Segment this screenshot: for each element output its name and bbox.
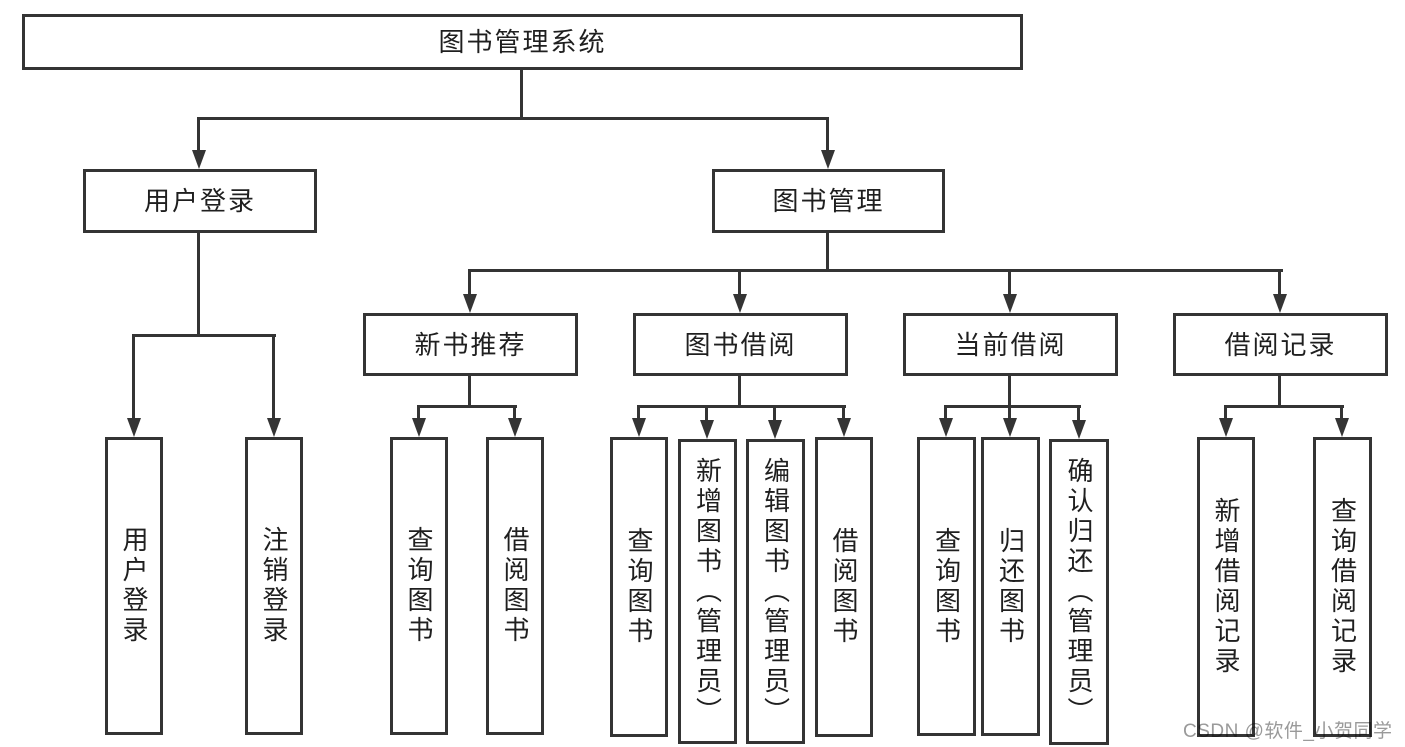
arrowhead-down-icon	[733, 294, 747, 313]
connector-line	[826, 233, 829, 272]
connector-line	[842, 405, 845, 421]
node-user-login-label: 用户登录	[143, 186, 256, 216]
connector-line	[132, 334, 276, 337]
arrowhead-down-icon	[508, 418, 522, 437]
node-book-borrow-label: 图书借阅	[684, 329, 797, 360]
connector-line	[1278, 376, 1281, 407]
arrowhead-down-icon	[412, 418, 426, 437]
connector-line	[637, 405, 640, 421]
leaf-add-borrow-record-label: 新增借阅记录	[1211, 497, 1241, 677]
connector-line	[197, 117, 200, 153]
arrowhead-down-icon	[1003, 294, 1017, 313]
arrowhead-down-icon	[1003, 418, 1017, 437]
connector-line	[705, 405, 708, 421]
leaf-borrow-books-recommend: 借阅图书	[486, 437, 544, 735]
node-new-book-recommend: 新书推荐	[363, 313, 578, 376]
connector-line	[468, 269, 1283, 272]
leaf-edit-books-admin-label: 编辑图书（管理员）	[760, 456, 791, 727]
connector-line	[944, 405, 1081, 408]
node-book-borrow: 图书借阅	[633, 313, 848, 376]
leaf-query-borrow-record-label: 查询借阅记录	[1327, 497, 1358, 677]
watermark: CSDN @软件_小贺同学	[1183, 721, 1393, 742]
arrowhead-down-icon	[768, 420, 782, 439]
connector-line	[468, 376, 471, 407]
leaf-user-login-label: 用户登录	[119, 526, 149, 646]
connector-line	[417, 405, 517, 408]
arrowhead-down-icon	[192, 150, 206, 169]
node-book-management: 图书管理	[712, 169, 945, 233]
leaf-confirm-return-admin-label: 确认归还（管理员）	[1064, 457, 1094, 727]
leaf-return-books: 归还图书	[981, 437, 1040, 736]
leaf-user-login: 用户登录	[105, 437, 163, 735]
arrowhead-down-icon	[1072, 420, 1086, 439]
arrowhead-down-icon	[700, 420, 714, 439]
leaf-edit-books-admin: 编辑图书（管理员）	[746, 439, 805, 744]
connector-line	[1340, 405, 1343, 421]
connector-line	[1008, 376, 1011, 407]
leaf-query-books-recommend: 查询图书	[390, 437, 448, 735]
connector-line	[1224, 405, 1344, 408]
leaf-query-books-current: 查询图书	[917, 437, 976, 736]
arrowhead-down-icon	[939, 418, 953, 437]
connector-line	[132, 334, 135, 421]
leaf-query-books-recommend-label: 查询图书	[404, 526, 434, 646]
leaf-borrow-books-recommend-label: 借阅图书	[500, 526, 530, 646]
node-new-book-recommend-label: 新书推荐	[414, 329, 527, 360]
leaf-query-books-borrow-label: 查询图书	[624, 527, 654, 647]
connector-line	[1278, 269, 1281, 297]
node-root-label: 图书管理系统	[438, 27, 607, 57]
leaf-borrow-books-borrow-label: 借阅图书	[829, 527, 859, 647]
arrowhead-down-icon	[1219, 418, 1233, 437]
connector-line	[272, 334, 275, 421]
connector-line	[738, 376, 741, 407]
leaf-logout-label: 注销登录	[259, 526, 289, 646]
node-book-management-label: 图书管理	[772, 186, 885, 216]
arrowhead-down-icon	[127, 418, 141, 437]
arrowhead-down-icon	[837, 418, 851, 437]
node-borrow-records: 借阅记录	[1173, 313, 1388, 376]
arrowhead-down-icon	[632, 418, 646, 437]
connector-line	[197, 232, 200, 337]
connector-line	[944, 405, 947, 421]
connector-line	[773, 405, 776, 421]
arrowhead-down-icon	[267, 418, 281, 437]
leaf-confirm-return-admin: 确认归还（管理员）	[1049, 439, 1109, 745]
leaf-add-borrow-record: 新增借阅记录	[1197, 437, 1255, 737]
node-current-borrow: 当前借阅	[903, 313, 1118, 376]
leaf-add-books-admin-label: 新增图书（管理员）	[692, 456, 723, 727]
arrowhead-down-icon	[821, 150, 835, 169]
arrowhead-down-icon	[463, 294, 477, 313]
connector-line	[738, 269, 741, 297]
connector-line	[468, 269, 471, 297]
arrowhead-down-icon	[1273, 294, 1287, 313]
node-current-borrow-label: 当前借阅	[954, 329, 1067, 360]
connector-line	[1008, 269, 1011, 297]
connector-line	[197, 117, 829, 120]
connector-line	[520, 68, 523, 120]
leaf-return-books-label: 归还图书	[995, 526, 1026, 647]
connector-line	[1224, 405, 1227, 421]
leaf-query-borrow-record: 查询借阅记录	[1313, 437, 1372, 737]
leaf-logout: 注销登录	[245, 437, 303, 735]
node-user-login: 用户登录	[83, 169, 317, 233]
connector-line	[417, 405, 420, 421]
connector-line	[1077, 405, 1080, 421]
leaf-query-books-current-label: 查询图书	[931, 526, 962, 647]
leaf-query-books-borrow: 查询图书	[610, 437, 668, 737]
connector-line	[513, 405, 516, 421]
connector-line	[1008, 405, 1011, 421]
leaf-borrow-books-borrow: 借阅图书	[815, 437, 873, 737]
node-borrow-records-label: 借阅记录	[1224, 329, 1337, 360]
connector-line	[826, 117, 829, 153]
node-root: 图书管理系统	[22, 14, 1023, 70]
connector-line	[637, 405, 846, 408]
leaf-add-books-admin: 新增图书（管理员）	[678, 439, 737, 744]
arrowhead-down-icon	[1335, 418, 1349, 437]
